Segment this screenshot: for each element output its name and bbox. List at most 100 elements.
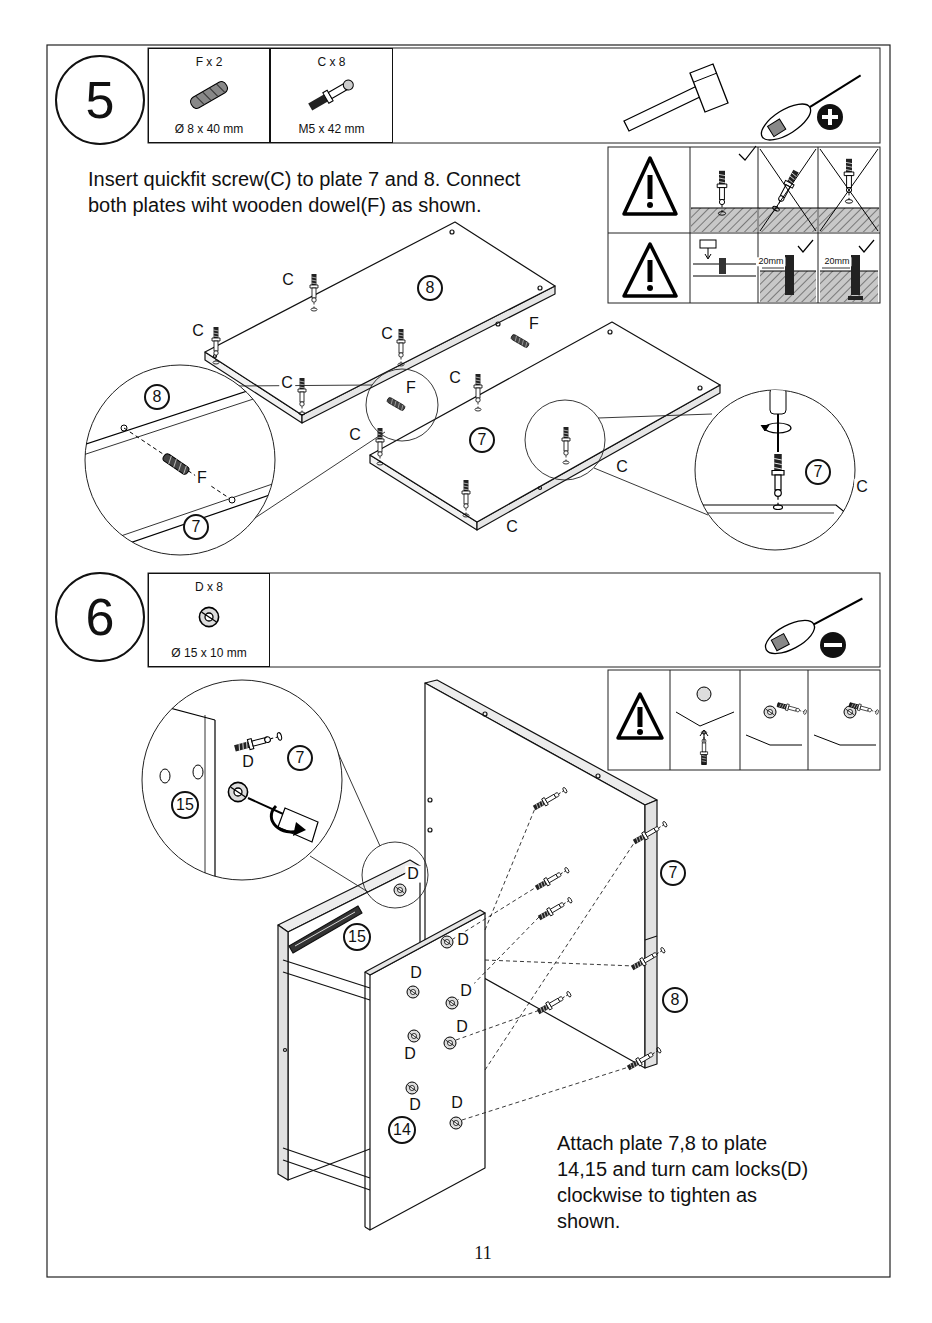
quickfit-screws [536,990,572,1015]
warning-table [740,670,741,770]
phillips-screwdriver-icon [756,97,816,147]
side-panel-14 [365,1227,370,1230]
parts-band [148,48,880,143]
back-panel [645,936,657,940]
callout-number: 8 [144,384,170,410]
phillips-symbol [817,104,843,130]
dowel-icon [209,86,218,98]
dowel-depth-sketch [820,271,878,302]
zoom-circle [80,387,290,456]
quickfit-screws [537,896,573,921]
zoom-circle [214,720,215,890]
zoom-leader [310,856,368,892]
screw-wrong [820,149,878,231]
part-letter: C [504,519,520,536]
zoom-circle [234,731,283,753]
flat-screwdriver-icon [761,588,869,660]
warning-triangle [618,694,662,738]
screw-correct [717,146,756,215]
part-letter: C [190,323,206,340]
zoom-circle [772,454,784,510]
zoom-circle [140,680,342,890]
zoom-circle [278,808,318,842]
cam-lock-icon [199,607,218,626]
zoom-circle [140,700,215,720]
zoom-circle [80,377,290,446]
quickfit-screws [397,329,405,366]
quickfit-screws [310,274,318,311]
warning-triangle [618,694,662,738]
number-text: 15 [348,929,366,946]
cam-locks [441,936,453,948]
flat-screwdriver-icon [761,614,820,661]
phillips-screwdriver-icon [768,119,786,137]
warning-table [670,670,671,770]
cam-sketch [746,735,802,745]
hammer-icon [694,73,717,82]
hardware-cell: D x 8Ø 15 x 10 mm [148,573,270,667]
dowel-insert-sketch [719,258,726,274]
hardware-text: C x 8 [317,56,345,69]
cam-sketch [814,735,876,745]
part-letter: C [280,272,296,289]
plate-7 [608,330,612,334]
dowel-insert-sketch [700,240,716,248]
hardware-cell: F x 2Ø 8 x 40 mm [148,48,270,143]
dowel-icon [196,94,205,106]
phillips-screwdriver-icon [756,65,867,147]
flat-screwdriver-icon [814,599,863,625]
warning-triangle [647,202,653,208]
side-panel-14 [365,910,485,1230]
quickfit-screws [632,820,668,845]
part-letter: D [449,1095,465,1112]
part-letter: D [408,965,424,982]
dowel-depth-sketch [822,268,850,269]
dowel-icon [203,90,212,102]
dowel-depth-sketch [762,268,784,269]
zoom-circle [770,388,786,414]
side-panel-15 [283,960,370,988]
number-text: 8 [153,389,162,406]
ground-hatch [691,208,879,209]
quickfit-screws [532,786,668,1071]
dowel-depth-sketch [848,296,863,300]
phillips-screwdriver-icon [810,75,861,107]
quickfit-screws [626,1046,662,1071]
assembly-guide-line [485,960,634,966]
part-letter: C [379,326,395,343]
warning-triangle [638,707,643,727]
zoom-circle [690,388,860,525]
hardware-text: Ø 8 x 40 mm [175,123,244,136]
parts-band [148,48,880,143]
side-panel-15 [283,1148,370,1178]
zoom-leader [362,842,428,908]
zoom-leader [525,400,605,480]
warning-triangle [624,158,676,296]
part-letter: D [458,983,474,1000]
assembly-guide-line [458,916,540,1000]
dowel-depth-sketch [859,240,874,252]
cam-locks [407,986,419,998]
zoom-leader [238,385,372,386]
zoom-circle [690,388,860,550]
warning-table [808,670,809,770]
warning-triangle [624,158,676,214]
zoom-circle [761,425,769,431]
page-frame [47,45,890,1277]
back-panel [645,800,657,1068]
cam-sketch [676,687,879,764]
callout-number: 15 [171,791,199,819]
warning-triangle [637,729,643,735]
callout-number: 8 [417,275,443,301]
warning-table [758,147,759,303]
zoom-leader [598,414,712,418]
plate-7 [539,487,542,490]
instruction-text: Attach plate 7,8 to plate 14,15 and turn… [557,1130,822,1234]
zoom-circle [293,822,306,836]
part-letter: D [240,754,256,771]
zoom-circle [140,700,318,890]
screw-correct [739,146,756,160]
quickfit-screws [534,866,570,891]
dowel-insert-sketch [708,248,709,258]
part-letter: C [614,459,630,476]
